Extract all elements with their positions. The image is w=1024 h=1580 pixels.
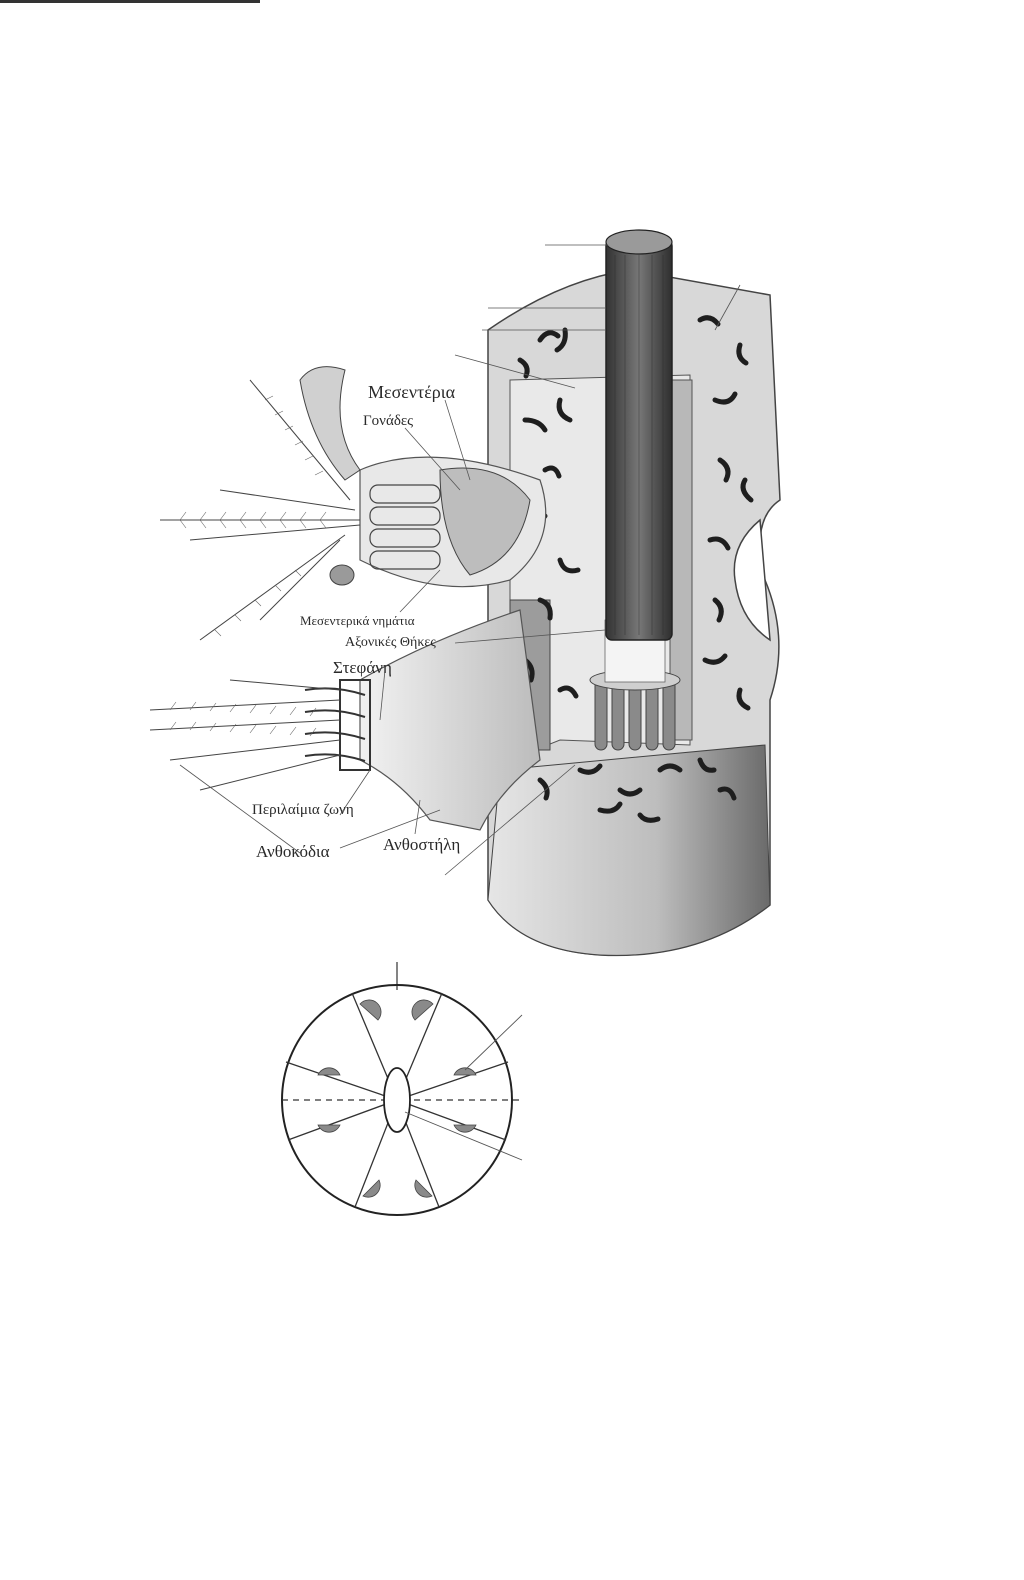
- label-collar-zone: Περιλαίμια ζωνη: [252, 802, 354, 818]
- label-anthostele: Ανθοστήλη: [383, 835, 461, 854]
- section-pharynx: [383, 1067, 411, 1133]
- label-crown: Στεφάνη: [333, 658, 392, 677]
- label-axial-sheaths: Αξονικές Θήκες: [345, 635, 436, 650]
- page-top-rule: [0, 0, 260, 3]
- central-axis-top: [605, 229, 673, 255]
- block-pointer-lines: [444, 244, 741, 876]
- collaret-crown: [339, 679, 371, 771]
- section-gonads: [317, 999, 477, 1198]
- polyp-stalk: [299, 366, 547, 831]
- tentacles: [149, 379, 361, 791]
- label-mesenteries: Μεσεντέρια: [368, 382, 456, 402]
- mesentery-chambers: [369, 484, 441, 570]
- solenia-canals: [517, 315, 754, 823]
- upper-tentacle: [299, 366, 361, 481]
- colony-notch: [733, 518, 771, 642]
- tentacle-pinnules: [169, 395, 327, 737]
- anthostele-body: [359, 609, 541, 831]
- rod-texture: [614, 255, 664, 635]
- axial-canals: [594, 679, 676, 751]
- label-mesenterial-filaments: Μεσεντερικά νημάτια: [300, 613, 415, 628]
- label-pointer-lines: [179, 399, 606, 854]
- gonad-mass: [439, 467, 531, 576]
- section-pointer-lines: [404, 1014, 523, 1161]
- mesenterial-filament-bulb: [329, 564, 355, 586]
- colony-block: [444, 229, 781, 957]
- cross-section-diagram: [281, 962, 523, 1216]
- collaret-ring: [304, 687, 366, 762]
- colony-front-face: [487, 744, 771, 956]
- label-gonads: Γονάδες: [363, 413, 414, 429]
- label-anthocodia: Ανθοκόδια: [256, 842, 330, 861]
